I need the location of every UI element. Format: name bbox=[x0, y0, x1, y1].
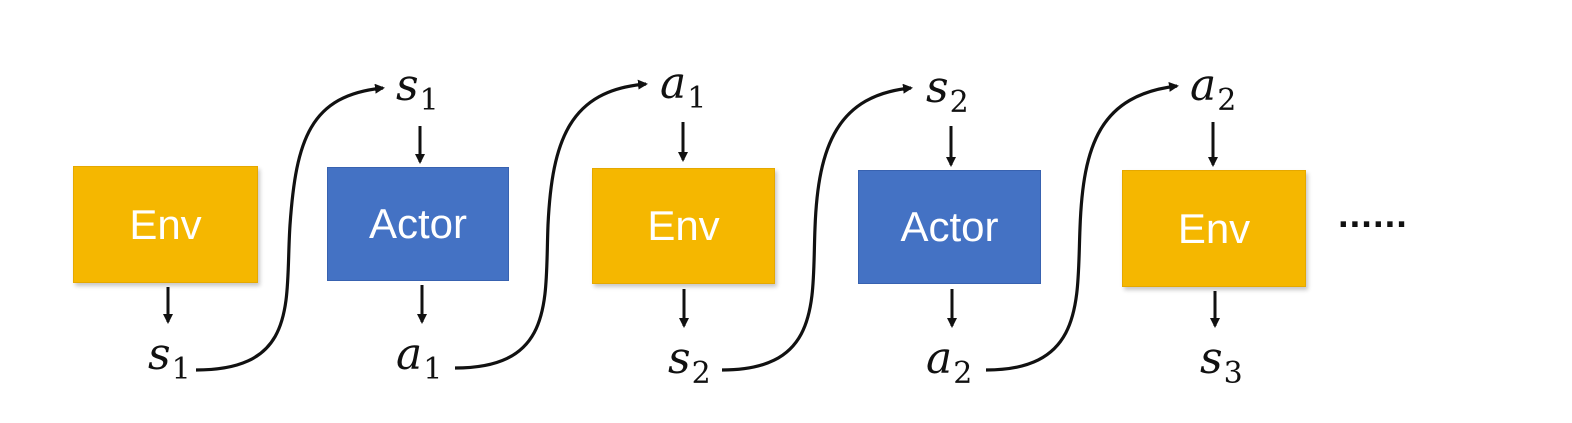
top-var-s1: s1 bbox=[396, 60, 439, 118]
env-box-2: Env bbox=[592, 168, 775, 284]
curve-arrow-a1 bbox=[454, 79, 648, 370]
bottom-var-s2: s2 bbox=[668, 333, 711, 391]
continuation-ellipsis: ······ bbox=[1338, 204, 1409, 246]
env-box-2-label: Env bbox=[647, 202, 720, 249]
top-var-a2: a2 bbox=[1190, 60, 1237, 118]
bottom-var-a2: a2 bbox=[926, 333, 973, 391]
env-box-3-label: Env bbox=[1177, 204, 1251, 252]
actor-box-2-label: Actor bbox=[900, 203, 999, 250]
curve-arrow-s2 bbox=[721, 83, 913, 372]
curve-arrow-a2 bbox=[985, 81, 1179, 372]
actor-box-2: Actor bbox=[858, 170, 1041, 284]
top-var-s2: s2 bbox=[926, 62, 969, 120]
actor-box-1-label: Actor bbox=[368, 200, 468, 247]
bottom-var-s3: s3 bbox=[1200, 333, 1243, 391]
actor-box-1: Actor bbox=[327, 167, 509, 281]
env-box-1: Env bbox=[73, 166, 258, 283]
curve-arrow-s1 bbox=[195, 83, 385, 372]
bottom-var-a1: a1 bbox=[396, 329, 443, 387]
env-box-3: Env bbox=[1122, 170, 1306, 287]
bottom-var-s1: s1 bbox=[148, 329, 191, 387]
top-var-a1: a1 bbox=[660, 58, 707, 116]
env-box-1-label: Env bbox=[129, 200, 202, 248]
